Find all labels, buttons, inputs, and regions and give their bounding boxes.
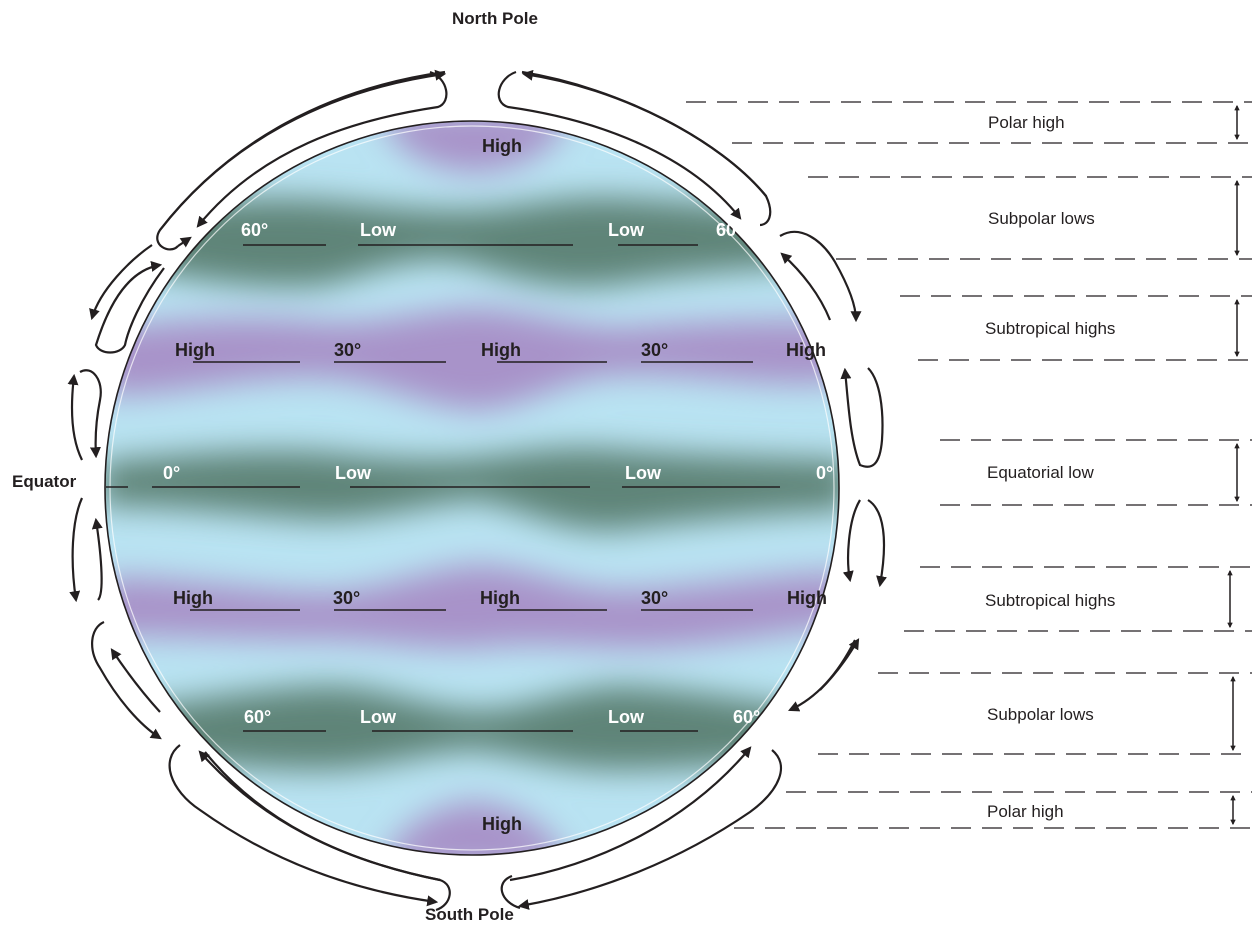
- latitude-mark-s60-right: 60°: [733, 707, 760, 727]
- band-labels: Polar high Subpolar lows Subtropical hig…: [985, 113, 1115, 821]
- circulation-arrow: [198, 750, 441, 882]
- circulation-arrow: [780, 252, 832, 321]
- south-subpolar-low-zone: [105, 685, 839, 770]
- circulation-arrow: [517, 749, 782, 910]
- zone-label-north-high-left: High: [175, 340, 215, 360]
- latitude-mark-s60-left: 60°: [244, 707, 271, 727]
- zone-label-south-low-right: Low: [608, 707, 645, 727]
- band-label-polar-high-north: Polar high: [988, 113, 1065, 132]
- globe-inner-rim: [109, 125, 835, 851]
- latitude-mark-s30-right: 30°: [641, 588, 668, 608]
- circulation-arrow: [79, 369, 102, 459]
- band-label-subpolar-lows-north: Subpolar lows: [988, 209, 1095, 228]
- north-pole-label: North Pole: [452, 9, 538, 28]
- latitude-mark-n30-right: 30°: [641, 340, 668, 360]
- band-label-polar-high-south: Polar high: [987, 802, 1064, 821]
- north-polar-high-zone: [380, 121, 570, 172]
- circulation-arrow: [110, 648, 161, 713]
- circulation-arrow: [177, 236, 192, 248]
- band-label-subtropical-highs-south: Subtropical highs: [985, 591, 1115, 610]
- circulation-arrow: [840, 367, 884, 468]
- south-pole-label: South Pole: [425, 905, 514, 924]
- zone-label-south-high-center: High: [480, 588, 520, 608]
- band-label-subpolar-lows-south: Subpolar lows: [987, 705, 1094, 724]
- circulation-arrow: [509, 746, 752, 882]
- zone-label-equator-low-right: Low: [625, 463, 662, 483]
- zone-label-south-low-left: Low: [360, 707, 397, 727]
- circulation-arrow: [842, 499, 861, 583]
- globe-outline: [104, 120, 840, 856]
- latitude-mark-n30-left: 30°: [334, 340, 361, 360]
- latitude-mark-eq-right: 0°: [816, 463, 833, 483]
- band-guides: [686, 101, 1252, 829]
- latitude-mark-eq-left: 0°: [163, 463, 180, 483]
- circulation-arrow: [67, 373, 83, 461]
- zone-label-north-high-center: High: [481, 340, 521, 360]
- circulation-arrow: [779, 230, 862, 323]
- equatorial-low-zone: [105, 448, 839, 531]
- south-subtropical-high-zone: [105, 565, 839, 649]
- zone-label-south-high-right: High: [787, 588, 827, 608]
- latitude-lines: [106, 244, 780, 732]
- latitude-mark-n60-left: 60°: [241, 220, 268, 240]
- north-subtropical-high-zone: [105, 308, 839, 410]
- circulation-arrow: [159, 69, 447, 231]
- zone-labels: High Low Low High High High Low Low High…: [173, 136, 827, 834]
- circulation-arrow: [867, 499, 887, 588]
- circulation-arrow: [168, 744, 439, 907]
- circulation-arrows: [67, 69, 887, 912]
- circulation-arrow: [196, 70, 448, 228]
- latitude-mark-n60-right: 60°: [716, 220, 743, 240]
- band-label-equatorial-low: Equatorial low: [987, 463, 1095, 482]
- zone-label-south-polar-high: High: [482, 814, 522, 834]
- circulation-arrow: [91, 517, 103, 601]
- globe: [104, 120, 840, 856]
- circulation-arrow: [69, 497, 84, 603]
- latitude-mark-s30-left: 30°: [333, 588, 360, 608]
- latitude-markers: 60° 60° 30° 30° 0° 0° 30° 30° 60° 60°: [163, 220, 833, 727]
- zone-label-north-high-right: High: [786, 340, 826, 360]
- circulation-arrow: [89, 244, 153, 321]
- zone-label-south-high-left: High: [173, 588, 213, 608]
- zone-label-equator-low-left: Low: [335, 463, 372, 483]
- band-label-subtropical-highs-north: Subtropical highs: [985, 319, 1115, 338]
- equator-label: Equator: [12, 472, 77, 491]
- circulation-arrow: [94, 261, 165, 354]
- zone-label-north-low-right: Low: [608, 220, 645, 240]
- band-range-arrows: [1227, 104, 1240, 826]
- circulation-arrow: [91, 620, 162, 740]
- circulation-arrow: [500, 874, 521, 910]
- circulation-arrow: [497, 70, 742, 220]
- zone-label-north-polar-high: High: [482, 136, 522, 156]
- north-subpolar-low-zone: [105, 197, 839, 287]
- circulation-arrow: [819, 638, 860, 691]
- zone-label-north-low-left: Low: [360, 220, 397, 240]
- circulation-arrow: [521, 69, 767, 197]
